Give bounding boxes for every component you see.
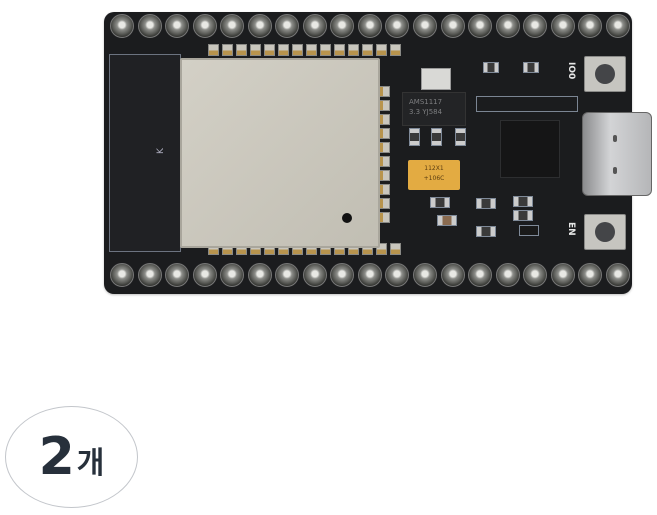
- smd-led: [476, 226, 496, 237]
- header-pin: [550, 263, 575, 287]
- header-pin: [165, 263, 190, 287]
- header-pin: [247, 263, 272, 287]
- usb-c-port: [582, 112, 652, 196]
- header-pin: [468, 14, 493, 38]
- module-pad: [376, 243, 387, 255]
- quantity-unit: 개: [76, 446, 105, 481]
- header-pin: [302, 14, 327, 38]
- smd-capacitor: [409, 128, 420, 146]
- header-pin: [523, 263, 548, 287]
- header-pin: [440, 263, 465, 287]
- module-pad: [222, 44, 233, 56]
- usb-uart-chip: [500, 120, 560, 178]
- header-pin: [357, 14, 382, 38]
- smd-diode: [519, 225, 539, 236]
- header-pin: [247, 14, 272, 38]
- module-pad: [278, 44, 289, 56]
- header-pin: [605, 14, 630, 38]
- module-pad: [362, 44, 373, 56]
- module-pad: [264, 44, 275, 56]
- module-pad: [334, 44, 345, 56]
- smd-capacitor: [455, 128, 466, 146]
- header-pin: [523, 14, 548, 38]
- header-pin: [605, 263, 630, 287]
- tantalum-capacitor: 112X1 +106C: [408, 160, 460, 190]
- header-pin: [578, 14, 603, 38]
- regulator-marking-line1: AMS1117: [409, 98, 443, 106]
- tantalum-marking-line1: 112X1: [424, 165, 444, 172]
- module-pad: [250, 44, 261, 56]
- header-pin: [468, 263, 493, 287]
- pushbutton-icon: [595, 64, 615, 84]
- module-pads-bottom: [208, 243, 401, 255]
- header-pin: [275, 14, 300, 38]
- regulator-marking-line2: 3.3 YJ584: [409, 108, 443, 116]
- header-pin: [550, 14, 575, 38]
- header-pin: [220, 263, 245, 287]
- header-pin: [137, 14, 162, 38]
- module-pad: [390, 243, 401, 255]
- usb-c-hole: [613, 167, 617, 174]
- header-pin: [165, 14, 190, 38]
- bottom-header-pins: [110, 263, 630, 291]
- en-silk-label: EN: [566, 222, 576, 236]
- header-pin: [357, 263, 382, 287]
- smd-transistor: [523, 62, 539, 73]
- en-button: [584, 214, 626, 250]
- header-pin: [330, 263, 355, 287]
- io0-silk-label: IO0: [566, 62, 576, 80]
- header-pin: [275, 263, 300, 287]
- module-pad: [348, 44, 359, 56]
- smd-resistor: [430, 197, 450, 208]
- header-pin: [330, 14, 355, 38]
- header-pin: [495, 263, 520, 287]
- header-pin: [110, 14, 134, 38]
- header-pin: [110, 263, 134, 287]
- module-pad: [208, 44, 219, 56]
- regulator-tab: [421, 68, 451, 90]
- module-pad: [320, 44, 331, 56]
- module-pin1-dot: [342, 213, 352, 223]
- header-pin: [440, 14, 465, 38]
- quantity-number: 2: [38, 427, 75, 487]
- module-pad: [390, 44, 401, 56]
- module-pad: [306, 44, 317, 56]
- header-pin: [385, 263, 410, 287]
- io0-button: [584, 56, 626, 92]
- header-pin: [137, 263, 162, 287]
- header-pin: [413, 14, 438, 38]
- module-pad: [292, 44, 303, 56]
- smd-resistor: [513, 196, 533, 207]
- pcb-antenna-area: [109, 54, 181, 252]
- module-pads-top: [208, 44, 401, 56]
- module-pad: [376, 44, 387, 56]
- header-pin: [192, 14, 217, 38]
- top-header-pins: [110, 14, 630, 42]
- module-pad: [236, 44, 247, 56]
- header-pin: [495, 14, 520, 38]
- smd-transistor: [483, 62, 499, 73]
- silk-outline: [476, 96, 578, 112]
- header-pin: [578, 263, 603, 287]
- pushbutton-icon: [595, 222, 615, 242]
- header-pin: [302, 263, 327, 287]
- product-photo: K AMS1117 3.3 YJ584 112X1 +106C IO0 EN: [104, 12, 652, 294]
- smd-led: [476, 198, 496, 209]
- quantity-badge: 2 개: [5, 406, 138, 508]
- voltage-regulator: AMS1117 3.3 YJ584: [402, 92, 466, 126]
- header-pin: [385, 14, 410, 38]
- antenna-silk-label: K: [155, 148, 166, 154]
- tantalum-marking-line2: +106C: [423, 175, 445, 182]
- header-pin: [220, 14, 245, 38]
- smd-capacitor: [431, 128, 442, 146]
- header-pin: [413, 263, 438, 287]
- smd-resistor: [513, 210, 533, 221]
- usb-c-hole: [613, 135, 617, 142]
- header-pin: [192, 263, 217, 287]
- smd-capacitor: [437, 215, 457, 226]
